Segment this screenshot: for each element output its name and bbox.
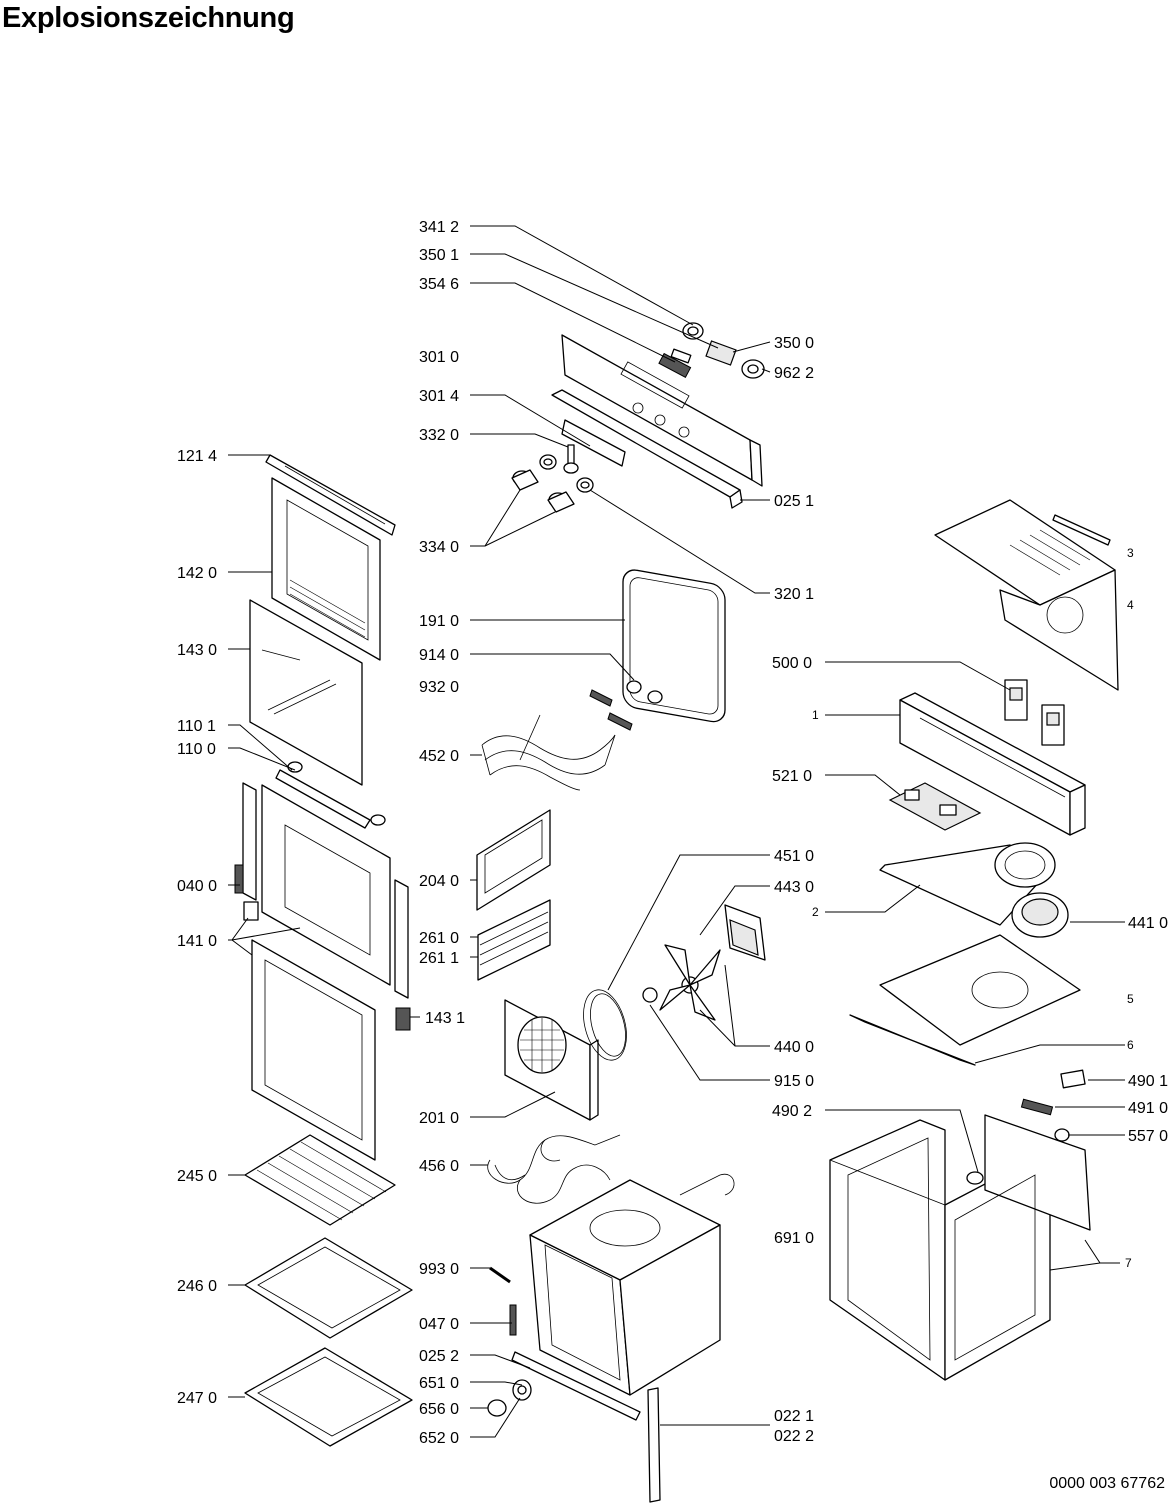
part-label: 025 1: [774, 493, 814, 510]
door-lower-frame-part: [251, 939, 376, 1161]
control-box-part: [899, 692, 1086, 836]
part-label: 915 0: [774, 1073, 814, 1090]
part-label: 143 1: [425, 1010, 465, 1027]
part-label: 350 0: [774, 335, 814, 352]
part-label: 521 0: [772, 768, 812, 785]
page-title: Explosionszeichnung: [2, 2, 295, 34]
door-handle-part: [275, 761, 386, 829]
top-cover-part: [934, 499, 1119, 691]
part-label: 962 2: [774, 365, 814, 382]
relay-switches-part: [1004, 679, 1065, 746]
part-label: 143 0: [177, 642, 217, 659]
part-label: 932 0: [419, 679, 459, 696]
ring-heating-element-part: [583, 989, 627, 1061]
part-label: 6: [1127, 1038, 1134, 1052]
part-label: 047 0: [419, 1316, 459, 1333]
cooling-fan-part: [1011, 892, 1069, 938]
part-label: 354 6: [419, 276, 459, 293]
part-label: 993 0: [419, 1261, 459, 1278]
part-label: 246 0: [177, 1278, 217, 1295]
part-label: 691 0: [774, 1230, 814, 1247]
control-panel-part: [551, 334, 763, 509]
part-label: 557 0: [1128, 1128, 1168, 1145]
base-plate-part: [849, 934, 1081, 1066]
oven-door-seal-part: [622, 569, 726, 723]
outer-housing-part: [829, 1114, 1091, 1381]
oven-cavity-part: [511, 1173, 735, 1421]
fan-motor-part: [724, 904, 766, 961]
part-label: 301 4: [419, 388, 459, 405]
fan-cover-part: [504, 999, 599, 1121]
part-label: 191 0: [419, 613, 459, 630]
part-label: 4: [1127, 598, 1134, 612]
part-label: 5: [1127, 992, 1134, 1006]
part-label: 110 0: [177, 741, 216, 758]
part-label: 651 0: [419, 1375, 459, 1392]
part-label: 656 0: [419, 1401, 459, 1418]
air-duct-part: [879, 842, 1056, 926]
oven-lamp-part: [589, 680, 663, 731]
part-label: 491 0: [1128, 1100, 1168, 1117]
part-label: 245 0: [177, 1168, 217, 1185]
part-label: 443 0: [774, 879, 814, 896]
part-label: 301 0: [419, 349, 459, 366]
part-label: 320 1: [774, 586, 814, 603]
part-labels: 341 2 350 1 354 6 350 0 962 2 301 0 301 …: [177, 219, 1168, 1447]
door-frame-part: [234, 782, 411, 1031]
part-label: 201 0: [419, 1110, 459, 1127]
part-label: 204 0: [419, 873, 459, 890]
part-label: 040 0: [177, 878, 217, 895]
lower-heating-element-part: [487, 1134, 621, 1204]
part-label: 341 2: [419, 219, 459, 236]
part-label: 332 0: [419, 427, 459, 444]
part-label: 914 0: [419, 647, 459, 664]
part-label: 7: [1125, 1256, 1132, 1270]
part-label: 121 4: [177, 448, 217, 465]
part-label: 451 0: [774, 848, 814, 865]
door-switch-part: [966, 1069, 1086, 1185]
part-label: 110 1: [177, 718, 216, 735]
part-label: 3: [1127, 546, 1134, 560]
part-label: 441 0: [1128, 915, 1168, 932]
part-label: 452 0: [419, 748, 459, 765]
small-fittings-part: [487, 1266, 532, 1417]
part-label: 261 1: [419, 950, 459, 967]
part-label: 141 0: [177, 933, 217, 950]
part-label: 261 0: [419, 930, 459, 947]
control-knobs-part: [511, 444, 594, 513]
part-label: 022 1: [774, 1408, 814, 1425]
back-plate-part: [476, 809, 551, 911]
door-hinge-part: [647, 1387, 661, 1503]
part-label: 350 1: [419, 247, 459, 264]
inner-door-glass-part: [249, 599, 363, 786]
part-label: 022 2: [774, 1428, 814, 1445]
grill-element-part: [481, 714, 616, 791]
fan-blade-part: [642, 944, 721, 1021]
part-label: 334 0: [419, 539, 459, 556]
part-label: 440 0: [774, 1039, 814, 1056]
wire-rack-part: [244, 1134, 396, 1226]
leader-lines: [228, 225, 1125, 1438]
part-label: 456 0: [419, 1158, 459, 1175]
deep-tray-part: [244, 1347, 413, 1447]
door-top-trim-part: [265, 454, 396, 536]
part-label: 025 2: [419, 1348, 459, 1365]
part-label: 500 0: [772, 655, 812, 672]
part-label: 247 0: [177, 1390, 217, 1407]
part-label: 490 1: [1128, 1073, 1168, 1090]
part-label: 652 0: [419, 1430, 459, 1447]
control-board-part: [888, 782, 982, 831]
side-rail-part: [477, 899, 551, 981]
part-label: 490 2: [772, 1103, 812, 1120]
baking-tray-part: [244, 1237, 413, 1339]
part-label: 1: [812, 708, 819, 722]
document-number: 0000 003 67762: [1049, 1475, 1165, 1492]
display-module-part: [658, 322, 765, 379]
part-label: 2: [812, 905, 819, 919]
part-label: 142 0: [177, 565, 217, 582]
outer-door-glass-part: [271, 477, 381, 661]
